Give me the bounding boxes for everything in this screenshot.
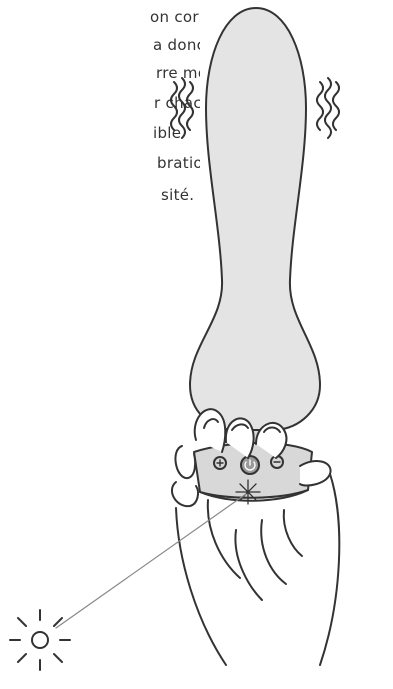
light-beam — [56, 494, 246, 628]
sensor-flash-icon — [236, 480, 260, 504]
vibration-right-icon — [317, 78, 339, 138]
vibration-left-icon — [171, 78, 193, 138]
sun-icon — [10, 610, 70, 670]
device-body — [190, 8, 320, 430]
power-button — [241, 456, 259, 474]
